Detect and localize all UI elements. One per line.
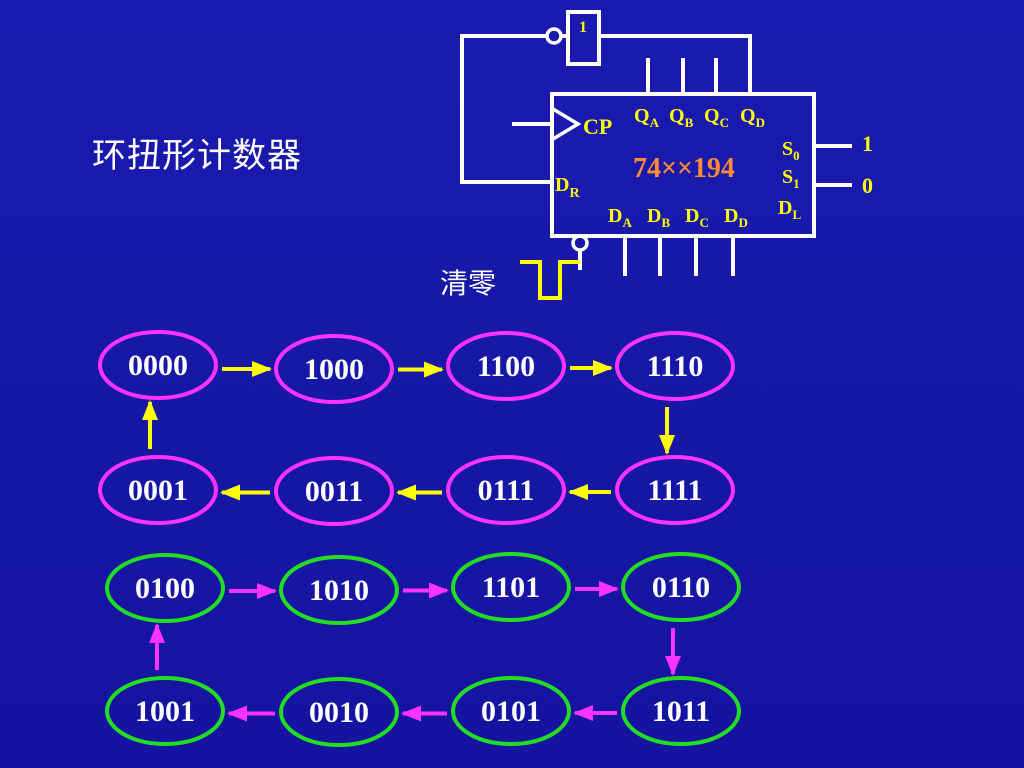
cp-triangle xyxy=(552,107,582,141)
valid-cycle: 0000 1000 1100 1110 1111 0111 0011 0001 xyxy=(98,330,735,526)
feedback-wire-right xyxy=(600,34,752,92)
dr-label: DR xyxy=(555,174,580,201)
state-node xyxy=(451,676,571,746)
qd-label: QD xyxy=(740,105,765,130)
dd-label: DD xyxy=(724,205,748,230)
qc-label: QC xyxy=(704,105,729,130)
cp-label: CP xyxy=(583,114,612,139)
s0-label: S0 xyxy=(782,138,800,163)
qb-label: QB xyxy=(669,105,694,130)
state-node xyxy=(274,456,394,526)
state-node xyxy=(105,676,225,746)
state-label: 0011 xyxy=(305,475,363,508)
db-label: DB xyxy=(647,205,670,230)
inverter-label: 1 xyxy=(579,19,587,36)
state-node xyxy=(446,331,566,401)
clear-bubble xyxy=(571,234,589,252)
clear-label: 清零 xyxy=(440,267,497,300)
s0-value: 1 xyxy=(862,131,873,156)
state-label: 1010 xyxy=(309,574,369,607)
chip-name: 74××194 xyxy=(633,153,735,184)
state-node xyxy=(279,555,399,625)
state-node xyxy=(615,455,735,525)
state-node xyxy=(621,552,741,622)
dc-label: DC xyxy=(685,205,709,230)
state-label: 0001 xyxy=(128,474,188,507)
da-label: DA xyxy=(608,205,632,230)
s1-label: S1 xyxy=(782,166,800,191)
state-label: 0101 xyxy=(481,695,541,728)
inverter-bubble xyxy=(545,27,563,45)
state-label: 0110 xyxy=(652,571,710,604)
state-node xyxy=(446,455,566,525)
dl-label: DL xyxy=(778,197,801,222)
state-label: 1110 xyxy=(647,350,704,383)
state-label: 1011 xyxy=(652,695,710,728)
state-label: 1000 xyxy=(304,353,364,386)
state-label: 1101 xyxy=(482,571,540,604)
feedback-wire-left xyxy=(460,34,552,184)
state-node xyxy=(274,334,394,404)
invalid-cycle: 0100 1010 1101 0110 1011 0101 0010 1001 xyxy=(105,552,741,747)
state-node xyxy=(98,455,218,525)
state-label: 0000 xyxy=(128,349,188,382)
s1-value: 0 xyxy=(862,173,873,198)
state-label: 1001 xyxy=(135,695,195,728)
qa-label: QA xyxy=(634,105,660,130)
chip-labels: 1 CP DR QA QB QC QD S0 S1 DL DA DB DC DD… xyxy=(555,19,873,230)
state-cycles: 0000 1000 1100 1110 1111 0111 0011 0001 0100 1010… xyxy=(98,330,741,747)
state-node xyxy=(621,676,741,746)
state-label: 1111 xyxy=(647,474,702,507)
state-node xyxy=(98,330,218,400)
state-label: 1100 xyxy=(477,350,535,383)
state-node xyxy=(105,553,225,623)
state-node xyxy=(279,677,399,747)
page-title: 环扭形计数器 xyxy=(92,136,302,176)
state-label: 0010 xyxy=(309,696,369,729)
state-label: 0100 xyxy=(135,572,195,605)
state-label: 0111 xyxy=(478,474,535,507)
state-node xyxy=(615,331,735,401)
shift-register-circuit xyxy=(460,10,852,276)
state-node xyxy=(451,552,571,622)
clear-pulse xyxy=(520,260,580,300)
